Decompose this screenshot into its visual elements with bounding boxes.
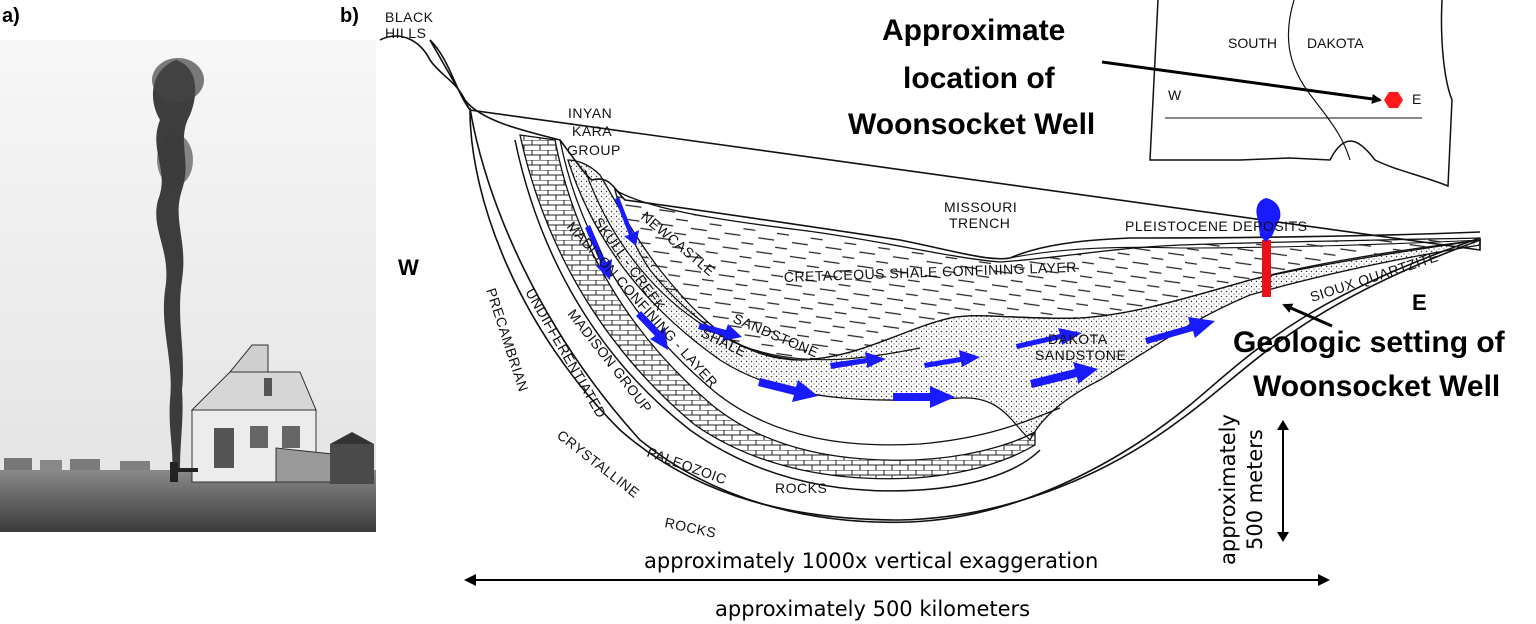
cretaceous-shale-layer xyxy=(614,188,1481,361)
svg-text:Geologic setting of: Geologic setting of xyxy=(1233,326,1506,359)
svg-text:DAKOTA: DAKOTA xyxy=(1048,331,1108,347)
west-label: W xyxy=(398,255,419,280)
svg-text:PLEISTOCENE DEPOSITS: PLEISTOCENE DEPOSITS xyxy=(1125,218,1307,234)
svg-text:approximately: approximately xyxy=(1216,414,1240,565)
horizontal-scale-label: approximately 500 kilometers xyxy=(715,597,1030,621)
horizontal-scale xyxy=(464,574,1330,586)
svg-text:INYAN: INYAN xyxy=(568,105,612,121)
east-label: E xyxy=(1412,290,1427,315)
flow-arrow-icon xyxy=(585,225,612,280)
flow-arrow-icon xyxy=(636,311,668,350)
vertical-scale: approximately 500 meters xyxy=(1216,414,1289,565)
flow-arrow-icon xyxy=(1145,317,1215,344)
red-hexagon-icon xyxy=(1384,92,1403,108)
madison-group-layer xyxy=(519,134,1036,480)
svg-text:ROCKS: ROCKS xyxy=(775,480,827,496)
groundwater-flow-arrows xyxy=(585,197,1215,408)
geologic-setting-callout: Geologic setting of Woonsocket Well xyxy=(1233,303,1506,403)
svg-text:BLACK: BLACK xyxy=(385,9,434,25)
svg-text:TRENCH: TRENCH xyxy=(949,215,1010,231)
svg-text:SANDSTONE: SANDSTONE xyxy=(1035,347,1126,363)
svg-text:W: W xyxy=(1168,87,1182,103)
well-photograph xyxy=(0,40,376,532)
flow-arrow-icon xyxy=(893,386,955,408)
flow-arrow-icon xyxy=(830,352,886,369)
flow-arrow-icon xyxy=(1016,328,1082,349)
cross-section: BLACK HILLS INYAN KARA GROUP MISSOURI TR… xyxy=(379,9,1481,541)
svg-text:MISSOURI: MISSOURI xyxy=(944,199,1017,215)
location-callout: Approximate location of Woonsocket Well xyxy=(848,14,1382,141)
exaggeration-note: approximately 1000x vertical exaggeratio… xyxy=(644,549,1098,573)
svg-text:HILLS: HILLS xyxy=(385,25,426,41)
flow-arrow-icon xyxy=(758,378,818,402)
svg-text:SOUTH: SOUTH xyxy=(1228,35,1277,51)
svg-text:KARA: KARA xyxy=(572,123,612,139)
svg-text:Approximate: Approximate xyxy=(882,14,1065,47)
svg-text:ROCKS: ROCKS xyxy=(663,514,717,541)
woonsocket-well xyxy=(1256,198,1281,297)
water-jet-icon xyxy=(1256,198,1281,242)
svg-text:DAKOTA: DAKOTA xyxy=(1307,35,1364,51)
flow-arrow-icon xyxy=(924,350,980,368)
pump-house xyxy=(190,344,374,484)
svg-text:E: E xyxy=(1412,91,1421,107)
flow-arrow-icon xyxy=(698,323,742,341)
panel-b-label: b) xyxy=(340,5,359,27)
svg-text:Woonsocket Well: Woonsocket Well xyxy=(1253,370,1500,403)
svg-text:location of: location of xyxy=(903,62,1056,95)
svg-text:Woonsocket Well: Woonsocket Well xyxy=(848,108,1095,141)
flow-arrow-icon xyxy=(1030,362,1098,388)
land-surface xyxy=(379,35,1481,260)
flow-arrow-icon xyxy=(615,197,639,246)
south-dakota-map: SOUTH DAKOTA W E xyxy=(1149,0,1453,188)
svg-text:GROUP: GROUP xyxy=(567,142,621,158)
panel-a-label: a) xyxy=(2,5,20,27)
svg-text:500 meters: 500 meters xyxy=(1243,429,1267,550)
